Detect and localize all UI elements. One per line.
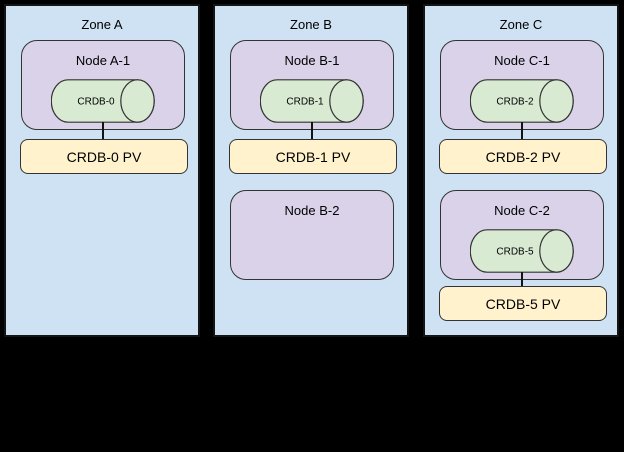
pod-label: CRDB-2 — [496, 97, 534, 108]
connector-line — [102, 122, 104, 139]
zone-c: Zone C Node C-1 CRDB-2 CRDB-2 PV Node C-… — [423, 4, 619, 337]
connector-line — [311, 122, 313, 139]
node-c-2: Node C-2 CRDB-5 — [440, 190, 604, 280]
zone-label: Zone B — [290, 17, 332, 32]
node-label: Node C-2 — [494, 203, 550, 218]
pod-label: CRDB-1 — [286, 97, 324, 108]
pv-label: CRDB-0 PV — [66, 148, 142, 165]
database-cylinder-icon: CRDB-5 — [470, 229, 574, 273]
node-label: Node A-1 — [75, 53, 131, 68]
zone-label: Zone C — [499, 17, 543, 32]
database-cylinder-icon: CRDB-2 — [470, 79, 574, 123]
pv-label: CRDB-5 PV — [485, 295, 561, 312]
pv-label: CRDB-1 PV — [275, 148, 351, 165]
zone-a: Zone A Node A-1 CRDB-0 CRDB-0 PV — [4, 4, 200, 337]
node-b-2: Node B-2 — [230, 190, 394, 280]
pv-crdb-2: CRDB-2 PV — [439, 139, 607, 174]
node-label: Node C-1 — [494, 53, 550, 68]
connector-line — [521, 122, 523, 139]
node-label: Node B-2 — [284, 203, 340, 218]
pv-label: CRDB-2 PV — [485, 148, 561, 165]
pod-label: CRDB-0 — [77, 97, 115, 108]
database-cylinder-icon: CRDB-1 — [260, 79, 364, 123]
database-cylinder-icon: CRDB-0 — [51, 79, 155, 123]
node-c-1: Node C-1 CRDB-2 — [440, 40, 604, 130]
pv-crdb-1: CRDB-1 PV — [229, 139, 397, 174]
node-label: Node B-1 — [284, 53, 340, 68]
zone-label: Zone A — [81, 17, 123, 32]
zone-b: Zone B Node B-1 CRDB-1 CRDB-1 PV Node B-… — [213, 4, 409, 337]
pod-label: CRDB-5 — [496, 247, 534, 258]
pv-crdb-5: CRDB-5 PV — [439, 286, 607, 321]
connector-line — [521, 272, 523, 286]
node-a-1: Node A-1 CRDB-0 — [21, 40, 185, 130]
pv-crdb-0: CRDB-0 PV — [20, 139, 188, 174]
node-b-1: Node B-1 CRDB-1 — [230, 40, 394, 130]
